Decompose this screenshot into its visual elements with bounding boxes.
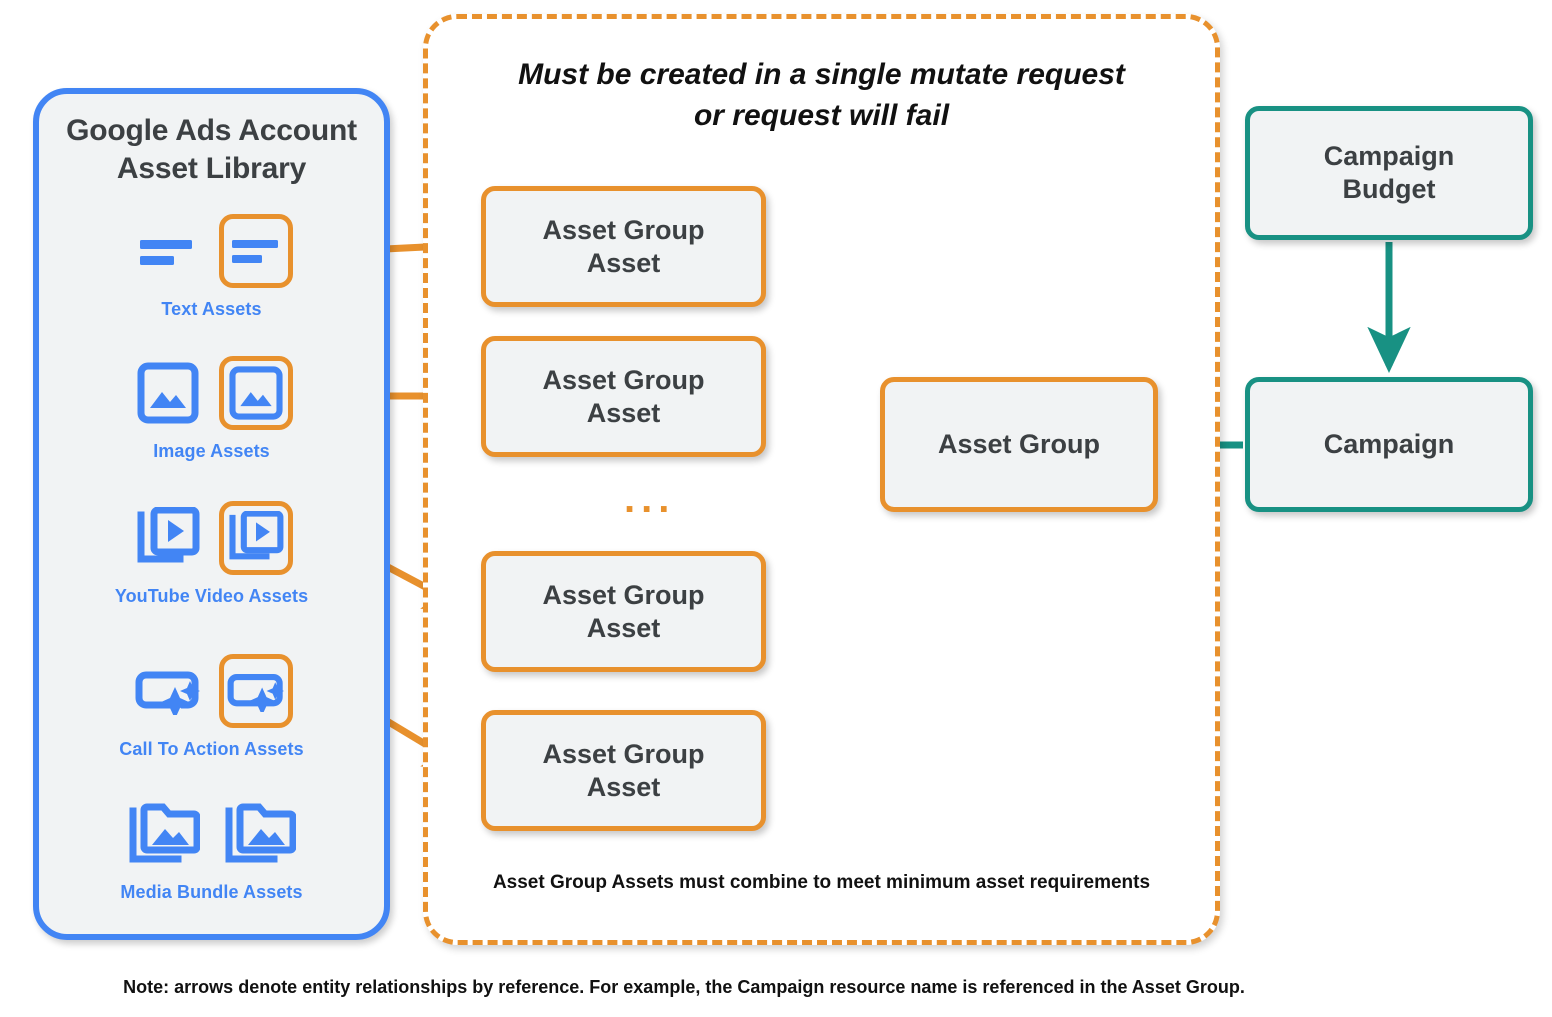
aga-line2: Asset [586,612,661,643]
aga-line2: Asset [586,397,661,428]
footer-note: Note: arrows denote entity relationships… [123,977,1245,997]
asset-library-title: Google Ads Account Asset Library [33,112,390,187]
asset-icon-pair-text [33,205,390,297]
video-stack-icon [131,501,205,575]
media-bundle-folder-icon [127,797,201,871]
asset-label-image: Image Assets [153,441,270,461]
asset-icon-pair-image [33,347,390,439]
aga-line1: Asset Group [542,214,705,245]
asset-group-asset-node-4[interactable]: Asset Group Asset [481,710,766,831]
image-icon [131,356,205,430]
asset-group-asset-label-2: Asset Group Asset [542,364,704,430]
media-bundle-folder-icon-second [223,797,297,871]
aga-line2: Asset [586,247,661,278]
ellipsis-indicator: ... [624,477,676,521]
asset-library-title-line1: Google Ads Account [66,114,357,147]
text-lines-icon [131,214,205,288]
media-bundle-folder-icon-glyph [129,803,200,863]
campaign-budget-node[interactable]: Campaign Budget [1245,106,1533,240]
asset-icon-pair-cta [33,645,390,737]
asset-library-panel [33,88,390,940]
text-lines-icon-glyph [231,240,278,263]
asset-group-asset-label-1: Asset Group Asset [542,214,704,280]
asset-group-asset-node-1[interactable]: Asset Group Asset [481,186,766,307]
text-lines-icon-glyph [139,240,192,265]
video-stack-icon-glyph [228,511,283,560]
image-icon-glyph [228,366,283,420]
aga-line1: Asset Group [542,364,705,395]
cta-sparkle-icon-glyph [227,673,284,712]
mutate-note-line1: Must be created in a single mutate reque… [518,58,1125,91]
asset-row-image[interactable]: Image Assets [33,347,390,462]
asset-group-asset-label-4: Asset Group Asset [542,738,704,804]
asset-library-title-line2: Asset Library [116,151,307,185]
asset-label-video: YouTube Video Assets [114,586,309,606]
cta-sparkle-icon-glyph [135,671,200,715]
campaign-budget-line2: Budget [1342,174,1436,204]
call-to-action-sparkle-icon-selected[interactable] [218,654,293,728]
image-icon-glyph [137,362,198,424]
asset-row-cta[interactable]: Call To Action Assets [33,645,390,760]
video-stack-icon-glyph [137,507,199,563]
aga-line1: Asset Group [542,579,705,610]
image-icon-selected[interactable] [218,356,293,430]
mutate-request-note: Must be created in a single mutate reque… [443,55,1200,136]
campaign-budget-label: Campaign Budget [1324,140,1455,206]
aga-line1: Asset Group [542,738,705,769]
call-to-action-sparkle-icon [131,654,205,728]
text-lines-icon-selected[interactable] [218,214,293,288]
video-stack-icon-selected[interactable] [218,501,293,575]
asset-label-media-bundle: Media Bundle Assets [120,882,303,902]
asset-group-asset-node-3[interactable]: Asset Group Asset [481,551,766,672]
asset-row-media-bundle[interactable]: Media Bundle Assets [33,788,390,903]
campaign-budget-line1: Campaign [1323,141,1455,172]
mutate-note-line2: or request will fail [693,98,950,132]
asset-icon-pair-media-bundle [33,788,390,880]
asset-group-node[interactable]: Asset Group [880,377,1158,512]
asset-label-text: Text Assets [161,299,262,319]
asset-group-label: Asset Group [937,429,1101,460]
asset-row-text[interactable]: Text Assets [33,205,390,320]
aga-line2: Asset [586,771,661,802]
asset-icon-pair-video [33,492,390,584]
asset-group-asset-label-3: Asset Group Asset [542,579,704,645]
media-bundle-folder-icon-glyph [225,803,296,863]
asset-row-video[interactable]: YouTube Video Assets [33,492,390,607]
campaign-label: Campaign [1323,429,1455,460]
asset-group-asset-node-2[interactable]: Asset Group Asset [481,336,766,457]
minimum-asset-requirements-note: Asset Group Assets must combine to meet … [492,872,1151,893]
campaign-node[interactable]: Campaign [1245,377,1533,512]
asset-label-cta: Call To Action Assets [119,739,304,759]
